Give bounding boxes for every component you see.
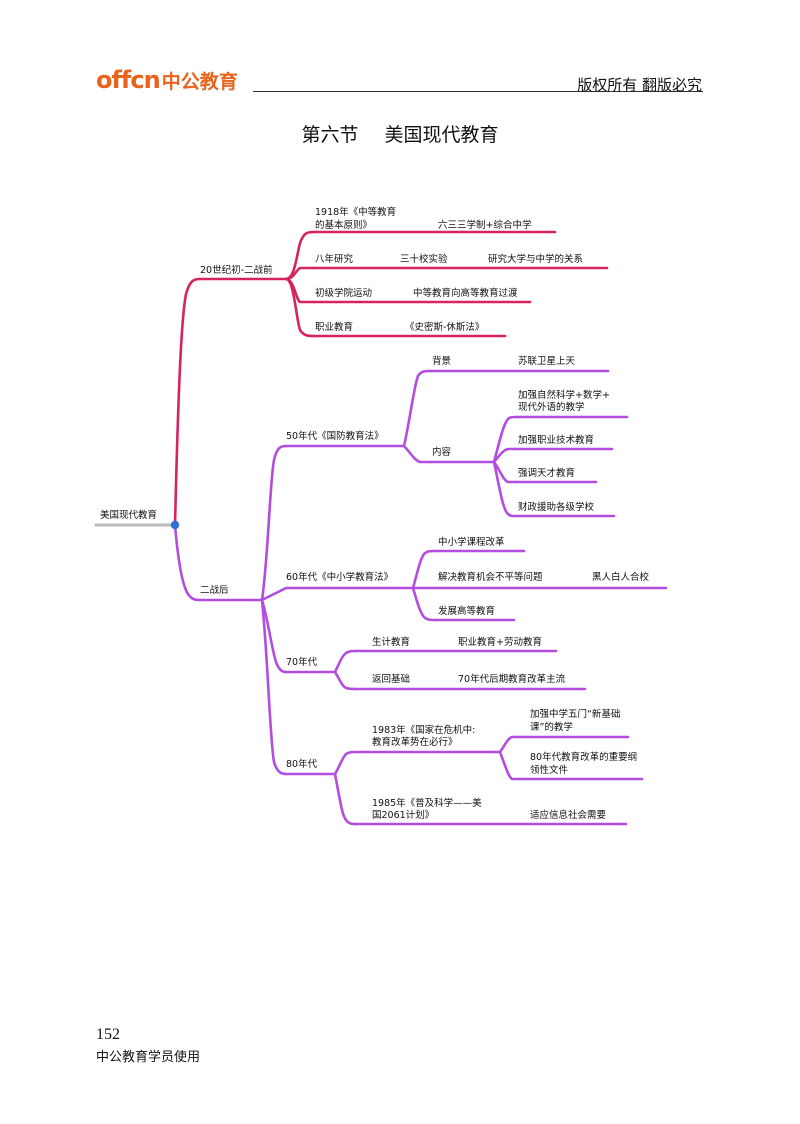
law50-content-label: 内容 — [432, 446, 452, 458]
law50-content1-line1: 加强自然科学+数学+ — [518, 389, 610, 401]
law50-label: 50年代《国防教育法》 — [286, 430, 384, 442]
offcn-logo: offcn 中公教育 — [96, 66, 238, 96]
p1-item1-name-line2: 的基本原则》 — [315, 219, 372, 231]
root-label: 美国现代教育 — [100, 509, 157, 521]
page-number: 152 — [96, 1026, 120, 1043]
era80-report2-line2: 国2061计划》 — [372, 809, 434, 821]
root-node-dot — [170, 520, 180, 530]
era80-report1-line1: 1983年《国家在危机中: — [372, 724, 475, 736]
footer-note: 中公教育学员使用 — [96, 1050, 201, 1065]
p1-item2-name: 八年研究 — [315, 253, 354, 265]
logo-wordmark-cn: 中公教育 — [161, 71, 238, 93]
period2-branches — [173, 369, 668, 826]
era80-report1-line2: 教育改革势在必行》 — [372, 736, 458, 748]
p1-item4-name: 职业教育 — [315, 321, 353, 333]
law50-content1-line2: 现代外语的教学 — [518, 401, 585, 413]
era80-report2-detail: 适应信息社会需要 — [530, 809, 606, 821]
era80-label: 80年代 — [286, 758, 318, 770]
law60-item1: 中小学课程改革 — [438, 536, 505, 548]
section-title: 第六节 美国现代教育 — [0, 120, 800, 147]
period2-label: 二战后 — [200, 585, 229, 596]
law50-background: 苏联卫星上天 — [518, 355, 576, 367]
law60-extra: 黑人白人合校 — [592, 571, 650, 583]
p1-item4-detail: 《史密斯-休斯法》 — [405, 321, 484, 333]
era70-item1-detail: 职业教育+劳动教育 — [458, 636, 542, 648]
law50-background-label: 背景 — [432, 355, 451, 367]
p1-item2-mid: 三十校实验 — [400, 253, 448, 265]
law50-content4: 财政援助各级学校 — [518, 501, 595, 513]
era80-report1-detail2-line1: 80年代教育改革的重要纲 — [530, 751, 637, 763]
p1-item1-detail: 六三三学制+综合中学 — [438, 219, 531, 231]
p1-item1-name-line1: 1918年《中等教育 — [315, 206, 396, 218]
logo-wordmark-en: offcn — [96, 66, 161, 94]
period1-label: 20世纪初-二战前 — [200, 264, 273, 276]
law50-content2: 加强职业技术教育 — [518, 434, 594, 446]
p1-item3-detail: 中等教育向高等教育过渡 — [413, 287, 518, 299]
section-number: 第六节 — [301, 124, 359, 146]
law60-item3: 发展高等教育 — [438, 605, 495, 617]
period1-branches — [173, 230, 609, 527]
era70-label: 70年代 — [286, 656, 318, 668]
copyright-notice: 版权所有 翻版必究 — [577, 76, 702, 94]
law50-content3: 强调天才教育 — [518, 467, 575, 479]
law60-item2: 解决教育机会不平等问题 — [438, 571, 543, 583]
era70-item1-name: 生计教育 — [372, 636, 410, 648]
p1-item2-detail: 研究大学与中学的关系 — [488, 253, 583, 265]
era80-report1-detail1-line2: 课”的教学 — [530, 721, 573, 733]
p1-item3-name: 初级学院运动 — [315, 287, 372, 299]
law60-label: 60年代《中小学教育法》 — [286, 571, 393, 583]
era70-item2-detail: 70年代后期教育改革主流 — [458, 673, 566, 685]
era70-item2-name: 返回基础 — [372, 673, 410, 685]
section-heading: 美国现代教育 — [384, 124, 499, 146]
era80-report1-detail2-line2: 领性文件 — [530, 764, 569, 776]
header-rule — [253, 91, 703, 92]
era80-report2-line1: 1985年《普及科学——美 — [372, 797, 482, 809]
era80-report1-detail1-line1: 加强中学五门“新基础 — [530, 708, 620, 720]
